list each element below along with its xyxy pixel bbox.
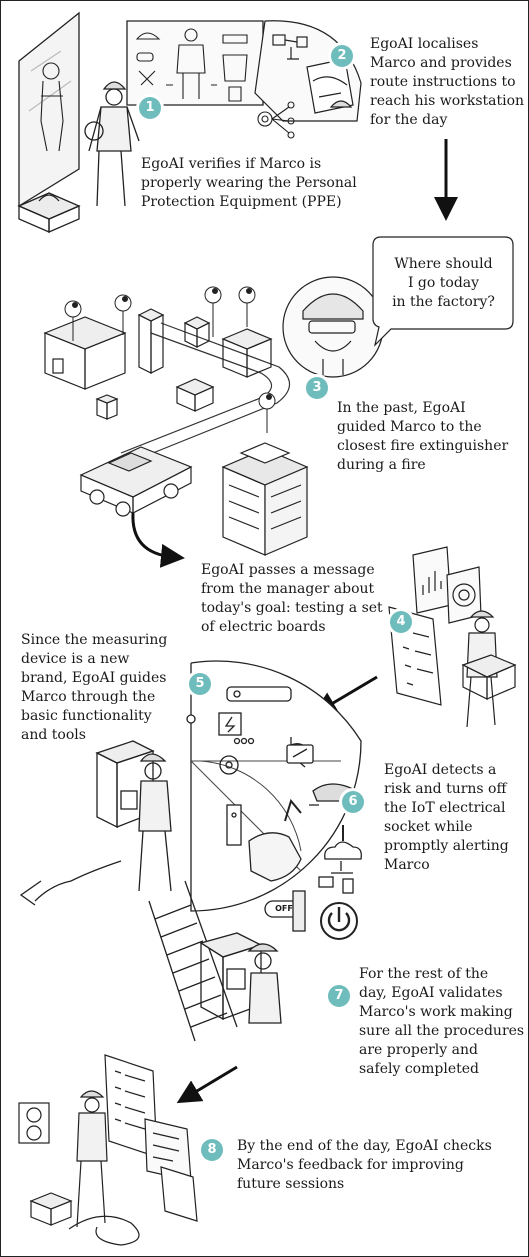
- step-8-text: By the end of the day, EgoAI checks Marc…: [237, 1138, 492, 1192]
- network-icon: [257, 101, 295, 139]
- feedback-toolbox: [29, 1192, 73, 1226]
- cable-coil: [68, 1215, 140, 1246]
- step-2-text: EgoAI localises Marco and provides route…: [370, 36, 525, 128]
- socket-off-label: OFF: [275, 904, 293, 913]
- step-1-text: EgoAI verifies if Marco is properly wear…: [141, 156, 357, 210]
- step-3-badge: 3: [306, 377, 328, 399]
- scene-feedback: [18, 1054, 198, 1246]
- cloud-iot-icon: [318, 841, 362, 894]
- scene-factory: [43, 236, 514, 556]
- building-tower: [137, 308, 165, 374]
- step-1-badge: 1: [139, 97, 161, 119]
- speech-bubble-text: Where should I go today in the factory?: [392, 256, 495, 310]
- step-5-text: Since the measuring device is a new bran…: [21, 632, 168, 743]
- step-2-badge: 2: [331, 45, 353, 67]
- worker-portrait: [282, 276, 384, 378]
- ppe-panel: [126, 20, 264, 106]
- power-icon: [320, 902, 358, 940]
- socket-unit: [264, 890, 306, 932]
- toolbox: [17, 192, 81, 233]
- fan-panel: [18, 1102, 50, 1144]
- worker-marco-ppe: [84, 81, 140, 207]
- speech-bubble: [372, 236, 514, 347]
- ppe-checklist-icon: [135, 28, 248, 102]
- mirror-reflection: [40, 62, 64, 152]
- step-4-badge: 4: [390, 611, 412, 633]
- scene-ppe-check: [17, 11, 264, 233]
- diagonal-arrow-icon: [312, 675, 378, 716]
- step-7-badge: 7: [328, 985, 350, 1007]
- mirror: [18, 11, 80, 208]
- gear-icon: [219, 755, 239, 775]
- building-small: [95, 316, 215, 420]
- scene-report: [388, 546, 517, 728]
- tools-panel: [186, 686, 314, 775]
- step-6-text: EgoAI detects a risk and turns off the I…: [384, 762, 509, 873]
- step-3-text: In the past, EgoAI guided Marco to the c…: [337, 400, 509, 473]
- office-building: [221, 442, 309, 556]
- scene-electric-board: [19, 660, 366, 1042]
- step-7-text: For the rest of the day, EgoAI validates…: [359, 966, 525, 1077]
- scene-route: [254, 20, 362, 139]
- step-5-badge: 5: [189, 673, 211, 695]
- hand-gesture: [226, 804, 302, 882]
- worker-on-ladder: [19, 740, 172, 906]
- route-map-icon: [272, 34, 354, 114]
- ladder: [148, 880, 238, 1042]
- step-6-badge: 6: [342, 791, 364, 813]
- report-chart-icon: [412, 546, 482, 624]
- step-4-text: EgoAI passes a message from the manager …: [201, 562, 383, 635]
- step-8-badge: 8: [201, 1139, 223, 1161]
- building-1: [43, 316, 127, 390]
- diagonal-arrow-icon: [176, 1065, 238, 1104]
- building-2: [221, 328, 273, 378]
- worker-with-toolbox: [461, 610, 517, 728]
- worker-feedback: [76, 1090, 108, 1228]
- fire-extinguisher-icon: [64, 286, 276, 433]
- tools-wrench-icon: [286, 737, 314, 768]
- worker-at-board: [199, 932, 282, 1024]
- curved-arrow-icon: [131, 512, 185, 568]
- checklist-icon: [104, 1054, 198, 1222]
- truck: [79, 446, 193, 517]
